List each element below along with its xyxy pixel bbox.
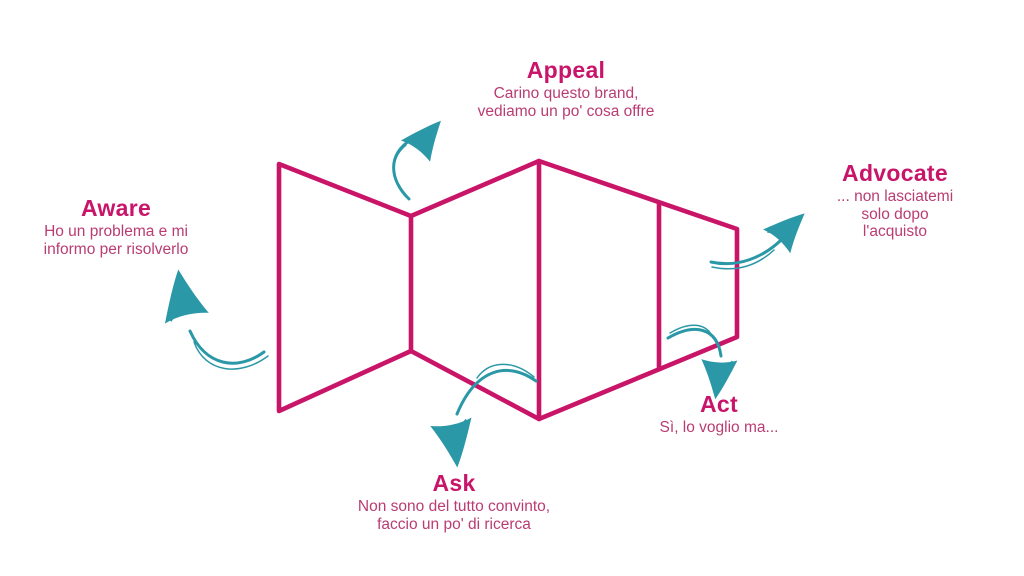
advocate-arrow-icon [709, 213, 805, 270]
funnel-outline [276, 158, 740, 422]
stage-ask-title: Ask [432, 470, 476, 496]
stage-appeal-title: Appeal [526, 57, 606, 83]
appeal-arrow-icon [392, 120, 441, 201]
aware-arrow-icon [164, 269, 269, 370]
stage-advocate-description: ... non lasciatemi solo dopo l'acquisto [836, 188, 954, 241]
stage-advocate-title: Advocate [842, 160, 948, 186]
stage-appeal-description: Carino questo brand, vediamo un po' cosa… [477, 85, 655, 120]
stage-appeal: Appeal Carino questo brand, vediamo un p… [478, 58, 655, 120]
ask-arrow-icon [430, 363, 538, 468]
stage-aware: Aware Ho un problema e mi informo per ri… [44, 196, 189, 258]
stage-act: Act Sì, lo voglio ma... [660, 392, 779, 437]
stage-act-title: Act [700, 391, 738, 417]
stage-advocate: Advocate ... non lasciatemi solo dopo l'… [831, 161, 960, 241]
funnel-shape [276, 158, 740, 422]
stage-act-description: Sì, lo voglio ma... [659, 419, 779, 437]
act-arrow-icon [666, 324, 738, 400]
stage-aware-description: Ho un problema e mi informo per risolver… [43, 223, 189, 258]
stage-ask: Ask Non sono del tutto convinto, faccio … [358, 471, 550, 533]
stage-ask-description: Non sono del tutto convinto, faccio un p… [357, 498, 551, 533]
stage-aware-title: Aware [80, 195, 152, 221]
